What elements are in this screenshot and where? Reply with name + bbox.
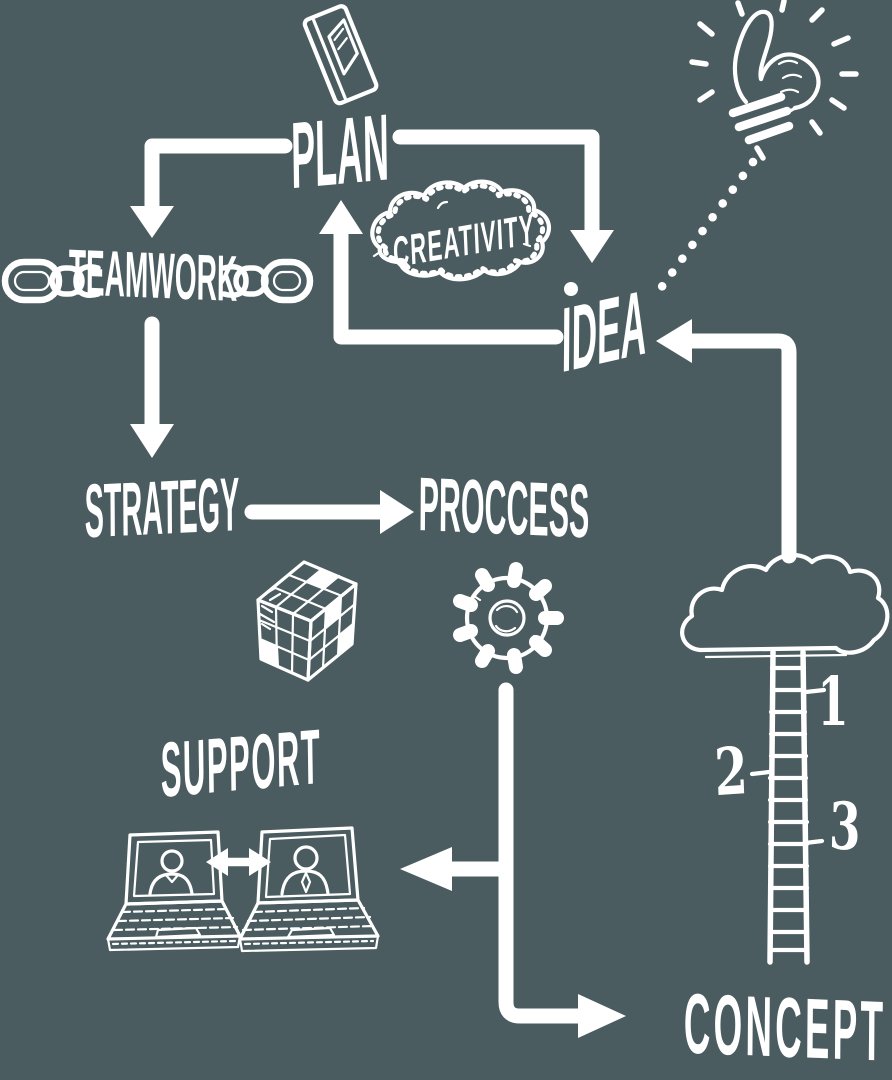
arrow-idea-to-plan [319, 200, 564, 345]
ladder-step-1: 1 [817, 661, 849, 742]
node-label-teamwork: TEAMWORK [68, 234, 238, 316]
arrow-teamwork-to-strategy [130, 316, 174, 458]
node-label-concept: CONCEPT [683, 974, 887, 1080]
gear-icon [453, 562, 564, 674]
ladder-step-3: 3 [828, 787, 862, 866]
scribble-cloud-icon [370, 179, 552, 282]
book-icon [302, 4, 379, 106]
light-rays [689, 0, 859, 136]
chain-links-right-icon [221, 258, 314, 304]
lightbulb-hand-icon [653, 0, 859, 297]
idea-i-dot [564, 282, 578, 296]
node-label-support: SUPPORT [160, 712, 322, 814]
cloud-with-ladder-icon [680, 552, 890, 965]
arrow-concept-to-idea [656, 319, 797, 564]
node-label-plan: PLAN [290, 93, 390, 209]
arrow-plan-to-teamwork [130, 138, 293, 238]
arrow-proccess-to-support-and-concept [400, 682, 626, 1038]
node-label-proccess: PROCCESS [418, 463, 590, 555]
node-label-strategy: STRATEGY [84, 463, 240, 555]
ladder-step-2: 2 [712, 731, 749, 811]
beaded-line-to-idea [653, 157, 758, 297]
chain-links-left-icon [1, 258, 101, 304]
ladder [749, 649, 827, 965]
laptop-person-right-icon [238, 826, 380, 953]
arrow-strategy-to-proccess [244, 490, 414, 534]
arrow-plan-to-idea [392, 129, 614, 263]
node-label-idea: IDEA [561, 272, 647, 394]
rubiks-cube-icon [256, 560, 358, 682]
